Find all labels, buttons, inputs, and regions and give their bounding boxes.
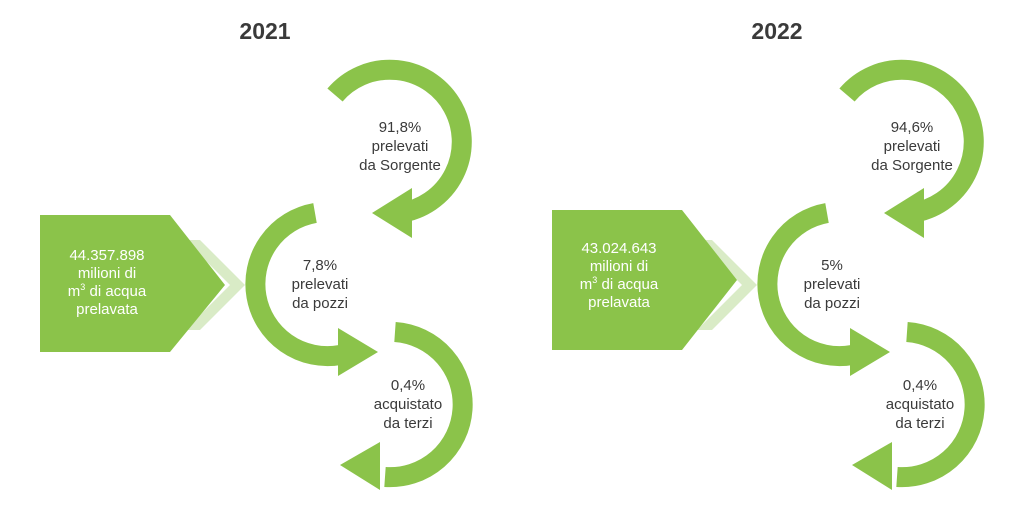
wells-pct: 7,8% xyxy=(302,257,338,274)
arrow-spring xyxy=(327,59,472,223)
total-box-chevron-light xyxy=(697,240,757,330)
total-unit-m3-line: m3 di acqua xyxy=(579,275,659,294)
total-value: 44.357.898 xyxy=(69,247,145,264)
panel-2021: 2021 44.357.898 milioni di m3 di acqua p… xyxy=(40,18,473,490)
total-desc-line: prelavata xyxy=(76,301,138,318)
arrow-third-head xyxy=(340,442,380,490)
total-value: 43.024.643 xyxy=(581,240,657,257)
arrow-wells xyxy=(757,203,854,367)
total-withdrawn-box: 44.357.898 milioni di m3 di acqua prelav… xyxy=(42,247,172,319)
total-unit-line: milioni di xyxy=(589,258,649,275)
third-pct: 0,4% xyxy=(902,377,938,394)
arrow-third xyxy=(384,322,473,488)
total-withdrawn-box: 43.024.643 milioni di m3 di acqua prelav… xyxy=(554,240,684,312)
arrow-wells xyxy=(245,203,342,367)
spring-label: 94,6% prelevati da Sorgente xyxy=(862,118,962,175)
total-unit-line: milioni di xyxy=(77,265,137,282)
total-box-chevron-light xyxy=(185,240,245,330)
arrow-spring-head xyxy=(372,188,412,238)
arrow-third xyxy=(896,322,985,488)
flow-diagram xyxy=(40,59,473,490)
panel-2022: 2022 43.024.643 milioni di m3 di acqua p… xyxy=(512,0,1024,517)
third-label: 0,4% acquistato da terzi xyxy=(358,376,458,433)
arrow-spring xyxy=(839,59,984,223)
arrow-wells-head xyxy=(338,328,378,376)
wells-pct: 5% xyxy=(821,257,843,274)
total-box-shape xyxy=(40,215,225,352)
year-title: 2021 xyxy=(239,18,291,44)
spring-pct: 94,6% xyxy=(890,119,934,136)
wells-label: 5% prelevati da pozzi xyxy=(782,256,882,313)
flow-diagram xyxy=(552,59,985,490)
arrow-wells-head xyxy=(850,328,890,376)
third-label: 0,4% acquistato da terzi xyxy=(870,376,970,433)
total-unit-m3-line: m3 di acqua xyxy=(67,282,147,301)
year-title: 2022 xyxy=(751,18,803,44)
spring-pct: 91,8% xyxy=(378,119,422,136)
arrow-spring-head xyxy=(884,188,924,238)
arrow-third-head xyxy=(852,442,892,490)
wells-label: 7,8% prelevati da pozzi xyxy=(270,256,370,313)
total-desc-line: prelavata xyxy=(588,294,650,311)
spring-label: 91,8% prelevati da Sorgente xyxy=(350,118,450,175)
total-box-shape xyxy=(552,210,737,350)
third-pct: 0,4% xyxy=(390,377,426,394)
